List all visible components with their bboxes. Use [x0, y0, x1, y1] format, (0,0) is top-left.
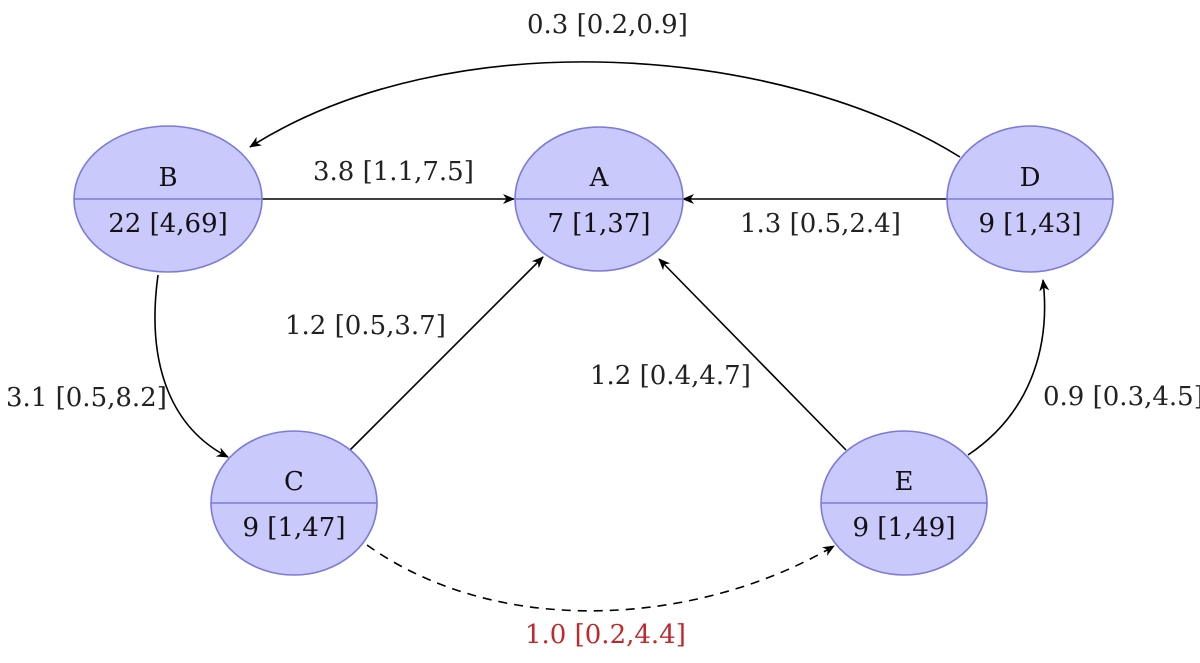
node-a-name: A — [589, 163, 610, 193]
node-e-name: E — [895, 467, 914, 497]
edge-label-e-to-a: 1.2 [0.4,4.7] — [590, 361, 751, 391]
node-d: D 9 [1,43] — [946, 125, 1114, 273]
edge-label-b-to-c: 3.1 [0.5,8.2] — [6, 383, 167, 413]
node-b-value: 22 [4,69] — [108, 209, 228, 239]
node-b: B 22 [4,69] — [73, 125, 263, 273]
node-e-value: 9 [1,49] — [853, 513, 956, 543]
edge-c-to-a — [349, 256, 544, 451]
edge-b-to-c — [154, 274, 229, 458]
edge-label-e-to-d: 0.9 [0.3,4.5] — [1043, 382, 1200, 412]
edge-e-to-d — [967, 279, 1050, 456]
node-c: C 9 [1,47] — [210, 430, 378, 576]
node-d-name: D — [1020, 163, 1041, 193]
node-c-value: 9 [1,47] — [243, 513, 346, 543]
node-d-value: 9 [1,43] — [979, 209, 1082, 239]
edge-labels: 0.3 [0.2,0.9] 3.8 [1.1,7.5] 1.3 [0.5,2.4… — [6, 10, 1200, 650]
node-c-name: C — [284, 467, 304, 497]
node-a-value: 7 [1,37] — [548, 209, 651, 239]
node-e: E 9 [1,49] — [820, 430, 988, 576]
edges — [154, 61, 1050, 612]
edge-e-to-a — [658, 258, 847, 451]
edge-label-d-to-a: 1.3 [0.5,2.4] — [740, 209, 901, 239]
edge-label-c-to-a: 1.2 [0.5,3.7] — [285, 311, 446, 341]
edge-c-to-e — [366, 544, 835, 612]
edge-label-b-to-a: 3.8 [1.1,7.5] — [313, 157, 474, 187]
node-a: A 7 [1,37] — [514, 126, 684, 272]
edge-label-d-to-b: 0.3 [0.2,0.9] — [527, 10, 688, 40]
edge-label-c-to-e: 1.0 [0.2,4.4] — [525, 620, 686, 650]
node-b-name: B — [158, 163, 177, 193]
edge-d-to-b — [249, 61, 961, 158]
